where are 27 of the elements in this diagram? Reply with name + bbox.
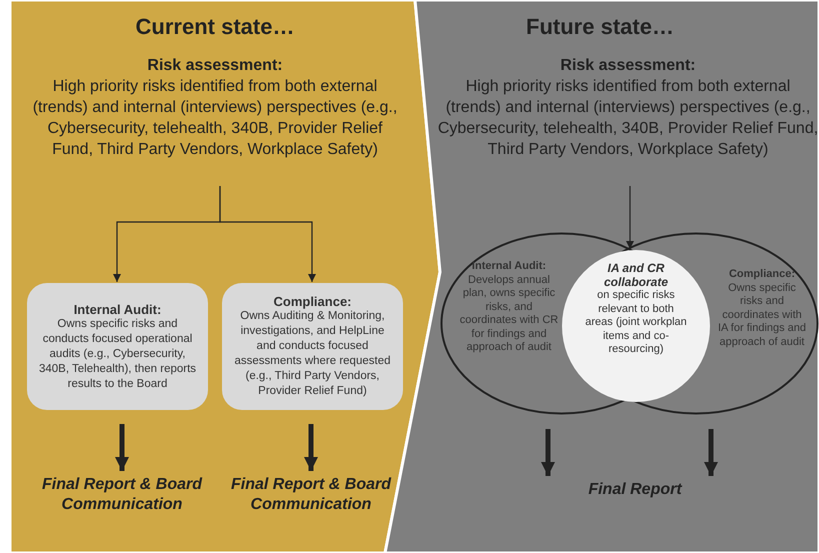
heading: Internal Audit:	[74, 302, 162, 316]
body-text: Owns specific risks and conducts focused operational audits (e.g., Cybersecurity, 340B, Telehealth), then reports results to the Board	[38, 316, 198, 392]
arrow	[115, 424, 129, 471]
body-text: on specific risks relevant to both areas (joint workplan items and co-resourcing)	[584, 289, 688, 356]
arrow	[304, 424, 318, 471]
body-text: High priority risks identified from both external (trends) and internal (interviews) perspectives (e.g., Cybersecurity, telehealth, 340B, Provider Relief Fund, Third Party Vendors, Workplace Safety)	[32, 77, 398, 160]
body-text: Develops annual plan, owns specific risks, and coordinates with CR for findings and approach of audit	[458, 274, 560, 354]
panel-title: Current state…	[134, 14, 296, 40]
arrow	[541, 429, 555, 476]
arrow	[626, 186, 634, 249]
heading: Compliance:	[728, 268, 796, 282]
body-text: Owns Auditing & Monitoring, investigations, and HelpLine and conducts focused assessments where requested (e.g., Third Party Vendors, Provider Relief Fund)	[234, 309, 392, 399]
rounded-box	[27, 283, 208, 410]
result-text: Final Report & Board Communication	[230, 475, 392, 515]
heading: Compliance:	[273, 294, 352, 309]
rounded-box	[222, 283, 403, 410]
heading: Risk assessment:	[559, 56, 697, 76]
body-text: High priority risks identified from both external (trends) and internal (interviews) perspectives (e.g., Cybersecurity, telehealth, 340B, Provider Relief Fund, Third Party Vendors, Workplace Safety)	[436, 77, 819, 160]
body-text: Owns specific risks and coordinates with IA for findings and approach of audit	[717, 282, 807, 349]
arrow	[219, 186, 316, 282]
result-text: Final Report	[587, 480, 684, 500]
heading: IA and CR collaborate	[602, 262, 670, 289]
heading: Risk assessment:	[146, 56, 284, 76]
result-text: Final Report & Board Communication	[40, 475, 204, 515]
panel-title: Future state…	[525, 14, 675, 40]
arrow	[704, 429, 718, 476]
heading: Internal Audit:	[470, 260, 548, 274]
